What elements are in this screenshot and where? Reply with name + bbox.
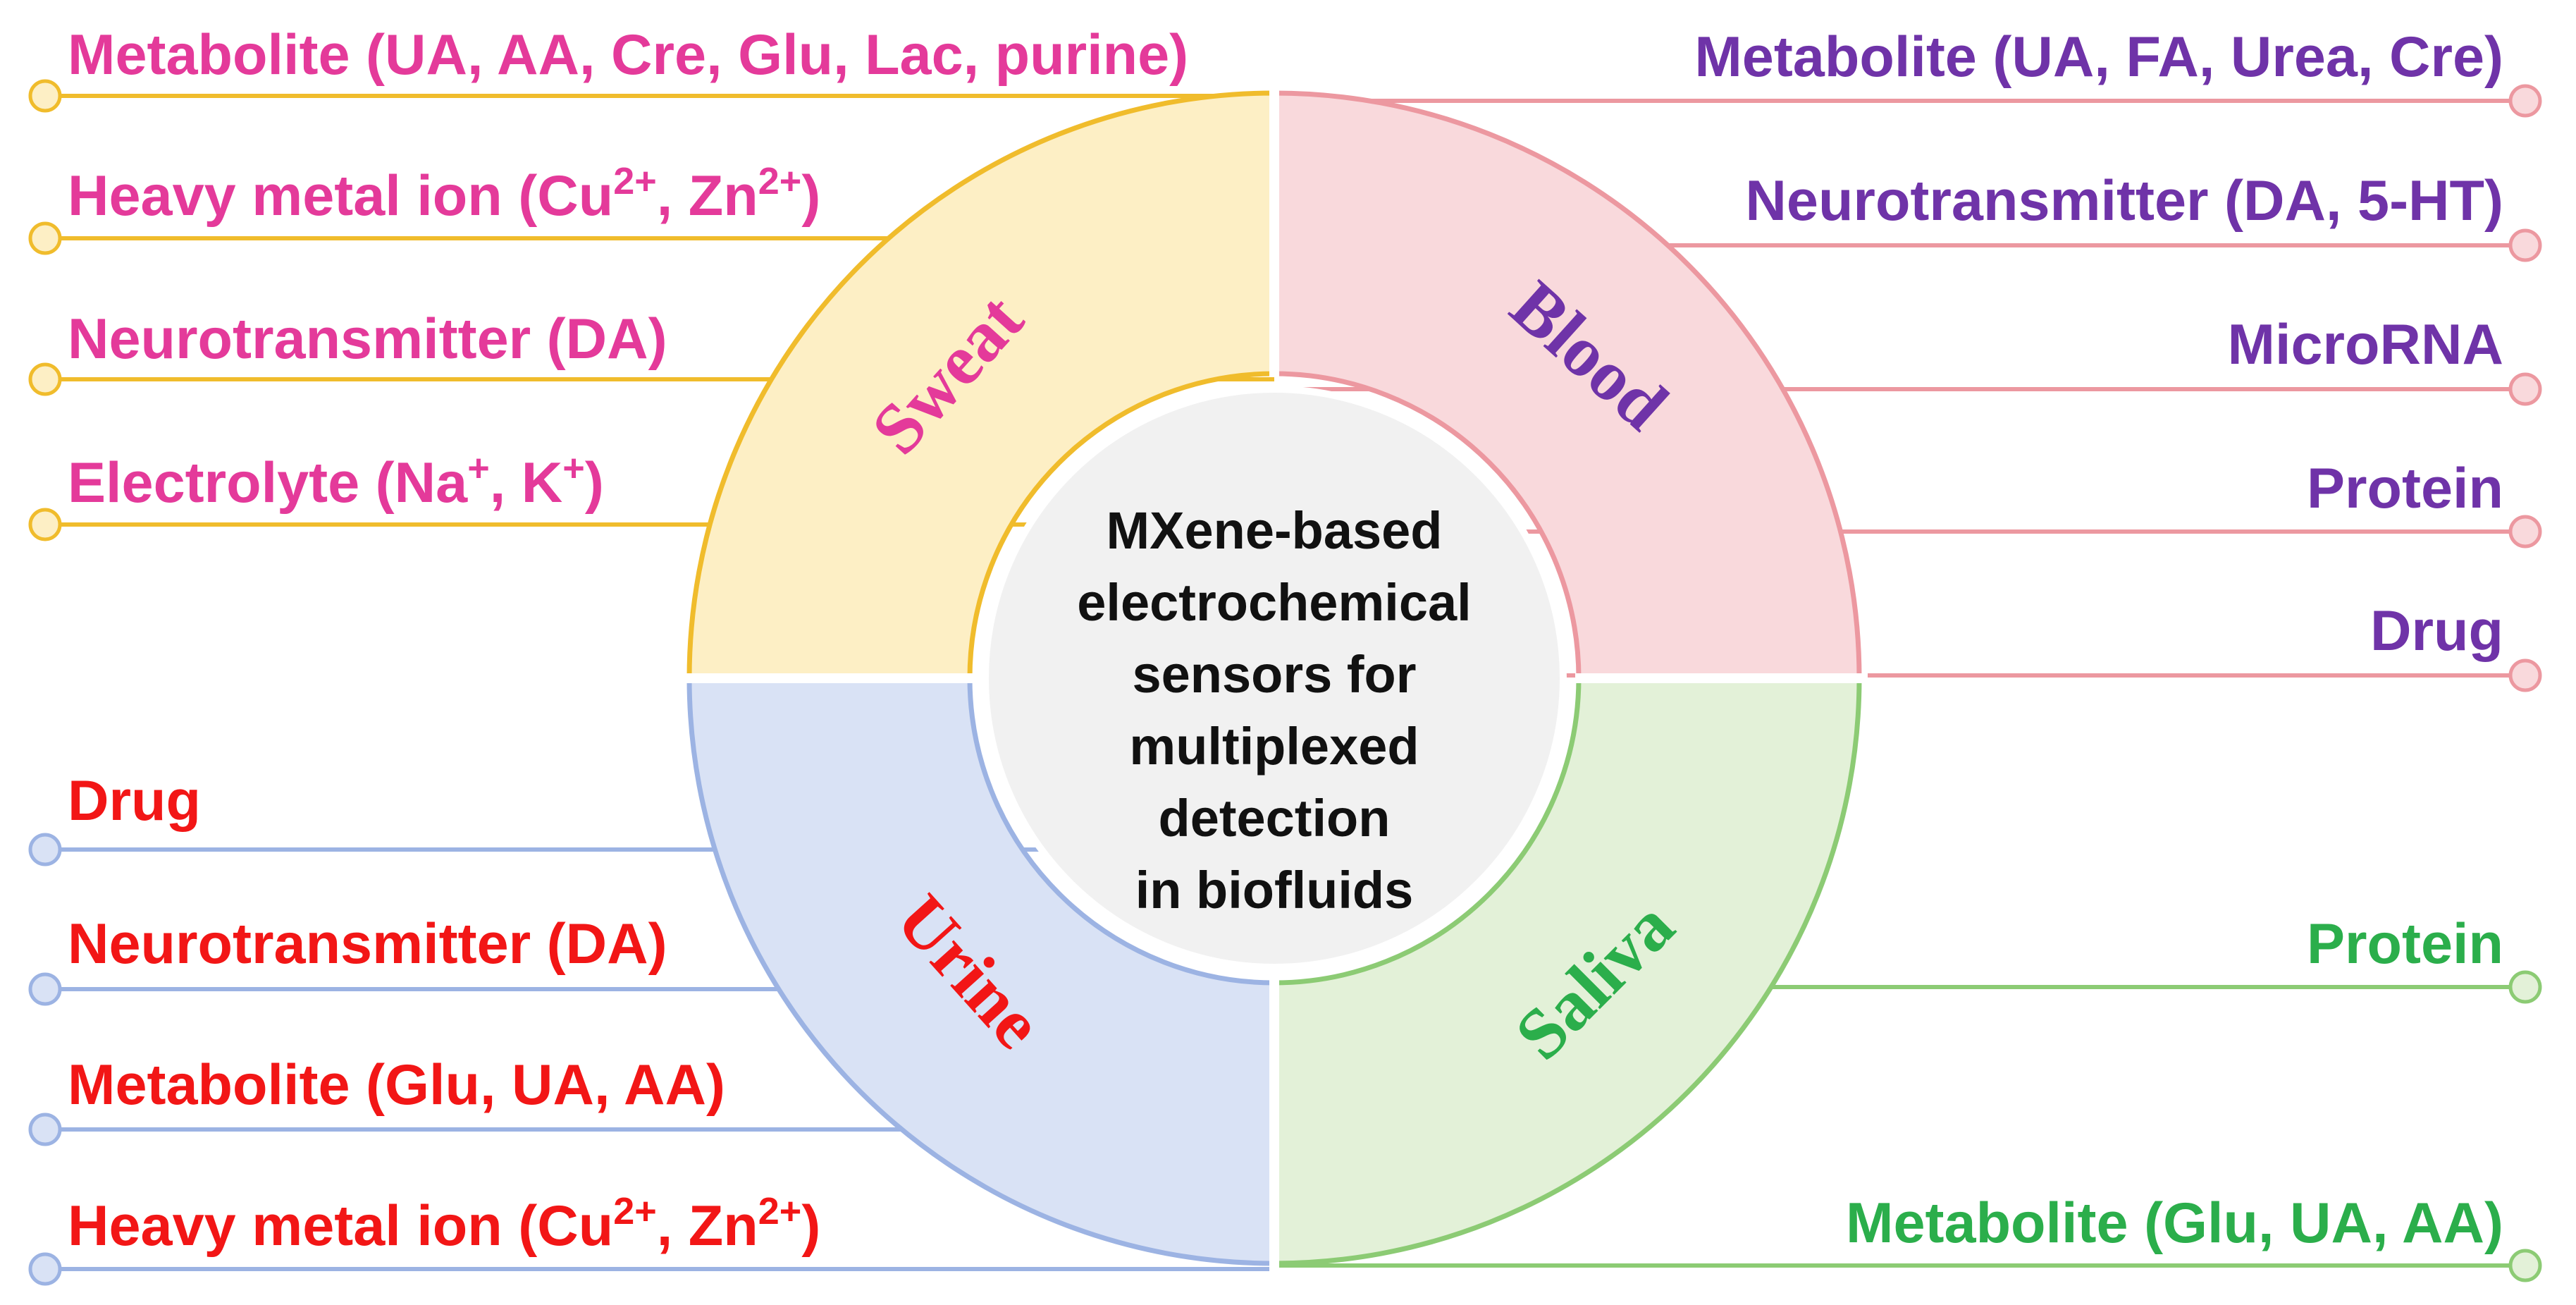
blood-label-2: Neurotransmitter (DA, 5-HT) xyxy=(1745,169,2503,233)
sweat-endpoint-3 xyxy=(28,362,62,396)
urine-endpoint-2 xyxy=(28,972,62,1006)
urine-endpoint-1 xyxy=(28,833,62,866)
blood-labels: Metabolite (UA, FA, Urea, Cre) Neurotran… xyxy=(1694,25,2503,663)
sweat-label-2: Heavy metal ion (Cu2+, Zn2+) xyxy=(68,160,820,228)
sweat-endpoint-1 xyxy=(28,79,62,113)
urine-labels: Drug Neurotransmitter (DA) Metabolite (G… xyxy=(68,769,820,1258)
blood-label-3: MicroRNA xyxy=(2227,313,2503,376)
blood-quadrant xyxy=(1271,90,1862,681)
sweat-label-1: Metabolite (UA, AA, Cre, Glu, Lac, purin… xyxy=(68,23,1188,87)
sweat-label-3: Neurotransmitter (DA) xyxy=(68,307,667,371)
center-line-6: in biofluids xyxy=(1135,861,1414,919)
saliva-quadrant xyxy=(1271,675,1862,1266)
center-line-3: sensors for xyxy=(1132,645,1416,704)
endpoints xyxy=(28,79,2542,1286)
urine-label-2: Neurotransmitter (DA) xyxy=(68,912,667,976)
ring xyxy=(681,85,1868,1272)
sweat-labels: Metabolite (UA, AA, Cre, Glu, Lac, purin… xyxy=(68,23,1188,515)
urine-endpoint-3 xyxy=(28,1113,62,1146)
center-line-2: electrochemical xyxy=(1077,573,1471,632)
center-title: MXene-based electrochemical sensors for … xyxy=(1077,501,1471,919)
urine-label-4: Heavy metal ion (Cu2+, Zn2+) xyxy=(68,1190,820,1258)
saliva-labels: Protein Metabolite (Glu, UA, AA) xyxy=(1846,912,2503,1255)
blood-endpoint-1 xyxy=(2508,84,2542,118)
saliva-endpoint-2 xyxy=(2508,1249,2542,1282)
center-line-5: detection xyxy=(1159,789,1391,847)
blood-endpoint-3 xyxy=(2508,372,2542,406)
blood-label-4: Protein xyxy=(2307,457,2503,520)
blood-endpoint-5 xyxy=(2508,658,2542,692)
urine-endpoint-4 xyxy=(28,1252,62,1286)
saliva-endpoint-1 xyxy=(2508,970,2542,1004)
blood-label-1: Metabolite (UA, FA, Urea, Cre) xyxy=(1694,25,2503,89)
urine-quadrant xyxy=(686,675,1277,1266)
saliva-label-2: Metabolite (Glu, UA, AA) xyxy=(1846,1191,2503,1255)
sweat-quadrant xyxy=(686,90,1277,681)
blood-label-5: Drug xyxy=(2370,599,2503,663)
sweat-endpoint-4 xyxy=(28,508,62,541)
center-line-1: MXene-based xyxy=(1106,501,1442,560)
sweat-label-4: Electrolyte (Na+, K+) xyxy=(68,447,604,515)
blood-endpoint-4 xyxy=(2508,515,2542,549)
urine-label-3: Metabolite (Glu, UA, AA) xyxy=(68,1053,725,1117)
center-line-4: multiplexed xyxy=(1129,717,1419,776)
sweat-endpoint-2 xyxy=(28,221,62,255)
saliva-label-1: Protein xyxy=(2307,912,2503,976)
blood-endpoint-2 xyxy=(2508,228,2542,262)
center-circle xyxy=(982,386,1567,971)
urine-label-1: Drug xyxy=(68,769,201,833)
